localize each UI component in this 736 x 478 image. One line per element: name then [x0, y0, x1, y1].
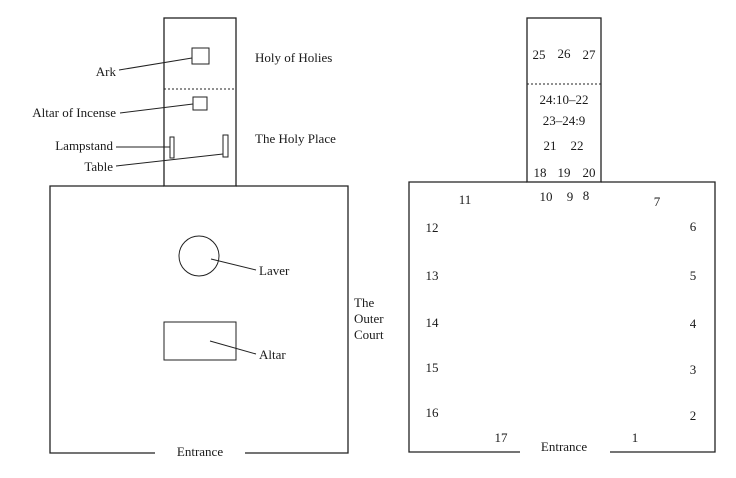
chapter-20: 20 [583, 165, 596, 180]
outer-court-label-line3: Court [354, 327, 384, 342]
court-number-14: 14 [426, 315, 440, 330]
chapter-21: 21 [544, 138, 557, 153]
court-number-10: 10 [540, 189, 553, 204]
altar-pointer [209, 340, 257, 355]
chapter-27: 27 [583, 47, 597, 62]
altar-label: Altar [259, 347, 286, 362]
left-entrance-label: Entrance [177, 444, 223, 459]
laver-label: Laver [259, 263, 290, 278]
chapter-24-10-22: 24:10–22 [539, 92, 588, 107]
right-court-wall-left [408, 181, 527, 453]
laver-shape [178, 235, 220, 277]
court-number-17: 17 [495, 430, 509, 445]
court-number-8: 8 [583, 188, 590, 203]
altar-of-incense-shape [192, 96, 208, 111]
outer-court-label-line1: The [354, 295, 374, 310]
outer-court-wall-left [49, 185, 164, 454]
right-court-wall-right [601, 181, 716, 453]
laver-pointer [210, 258, 257, 271]
tabernacle-outline [163, 17, 237, 187]
court-number-11: 11 [459, 192, 472, 207]
court-number-4: 4 [690, 316, 697, 331]
court-number-16: 16 [426, 405, 440, 420]
court-number-2: 2 [690, 408, 697, 423]
holy-place-label: The Holy Place [255, 131, 336, 146]
chapter-26: 26 [558, 46, 572, 61]
ark-label: Ark [96, 64, 117, 79]
altar-of-incense-label: Altar of Incense [32, 105, 116, 120]
altar-of-incense-pointer [119, 103, 194, 114]
chapter-23-24-9: 23–24:9 [543, 113, 586, 128]
court-number-1: 1 [632, 430, 639, 445]
holy-of-holies-label: Holy of Holies [255, 50, 332, 65]
left-tabernacle-diagram: Ark Altar of Incense Lampstand Table Lav… [32, 17, 384, 459]
lampstand-label: Lampstand [55, 138, 113, 153]
ark-shape [191, 47, 210, 65]
court-number-9: 9 [567, 189, 574, 204]
right-tabernacle-diagram: 25 26 27 24:10–22 23–24:9 21 22 18 19 20… [408, 17, 716, 454]
court-number-7: 7 [654, 194, 661, 209]
chapter-22: 22 [571, 138, 584, 153]
right-entrance-label: Entrance [541, 439, 587, 454]
court-number-5: 5 [690, 268, 697, 283]
altar-shape [163, 321, 237, 361]
chapter-19: 19 [558, 165, 571, 180]
court-number-12: 12 [426, 220, 439, 235]
ark-pointer [118, 57, 193, 71]
court-number-15: 15 [426, 360, 439, 375]
table-shape [222, 134, 229, 158]
outer-court-label-line2: Outer [354, 311, 384, 326]
lampstand-shape [169, 136, 175, 159]
table-pointer [115, 153, 224, 167]
court-number-3: 3 [690, 362, 697, 377]
chapter-18: 18 [534, 165, 547, 180]
table-label: Table [84, 159, 113, 174]
court-number-13: 13 [426, 268, 439, 283]
court-number-6: 6 [690, 219, 697, 234]
outer-court-wall-right [236, 185, 349, 454]
chapter-25: 25 [533, 47, 546, 62]
